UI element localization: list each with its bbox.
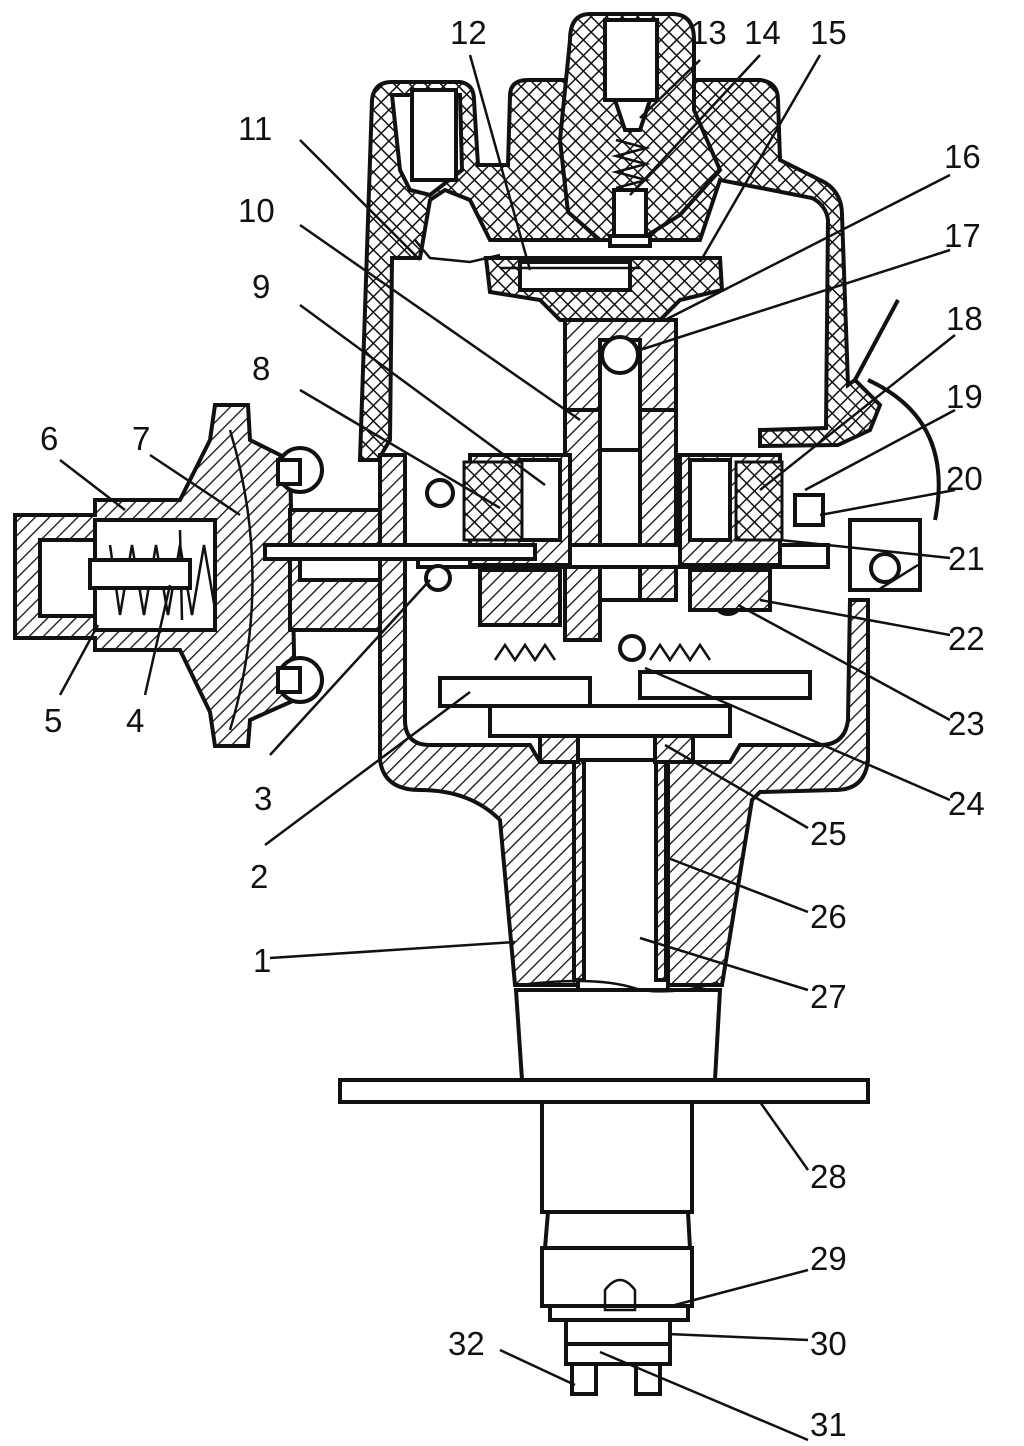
callout-2: 2	[250, 858, 268, 895]
callout-16: 16	[944, 138, 981, 175]
callout-1: 1	[253, 942, 271, 979]
distributor-housing	[378, 453, 870, 1082]
cam-and-plate	[416, 453, 830, 627]
callout-26: 26	[810, 898, 847, 935]
callout-20: 20	[946, 460, 983, 497]
callout-15: 15	[810, 14, 847, 51]
callout-25: 25	[810, 815, 847, 852]
callout-6: 6	[40, 420, 58, 457]
vacuum-advance-unit	[13, 403, 537, 748]
callout-32: 32	[448, 1325, 485, 1362]
callout-30: 30	[810, 1325, 847, 1362]
drive-shaft	[563, 318, 678, 982]
callout-10: 10	[238, 192, 275, 229]
callout-3: 3	[254, 780, 272, 817]
callout-24: 24	[948, 785, 985, 822]
callout-28: 28	[810, 1158, 847, 1195]
centrifugal-advance	[438, 634, 812, 764]
callout-27: 27	[810, 978, 847, 1015]
callout-14: 14	[744, 14, 781, 51]
callout-labels: 1 2 3 4 5 6 7 8 9 10 11 12 13 14 15 16 1…	[40, 14, 985, 1443]
callout-5: 5	[44, 702, 62, 739]
callout-11: 11	[238, 110, 272, 147]
callout-23: 23	[948, 705, 985, 742]
callout-31: 31	[810, 1406, 847, 1443]
callout-19: 19	[946, 378, 983, 415]
lower-shank	[338, 1078, 870, 1396]
side-terminal	[793, 299, 941, 592]
callout-29: 29	[810, 1240, 847, 1277]
callout-12: 12	[450, 14, 487, 51]
callout-8: 8	[252, 350, 270, 387]
callout-17: 17	[944, 217, 981, 254]
carbon-brush-assembly	[608, 138, 652, 248]
callout-7: 7	[132, 420, 150, 457]
callout-18: 18	[946, 300, 983, 337]
callout-4: 4	[126, 702, 144, 739]
rotor	[483, 256, 725, 322]
callout-22: 22	[948, 620, 985, 657]
callout-9: 9	[252, 268, 270, 305]
callout-13: 13	[690, 14, 727, 51]
callout-21: 21	[948, 540, 985, 577]
leader-lines	[58, 54, 956, 1442]
